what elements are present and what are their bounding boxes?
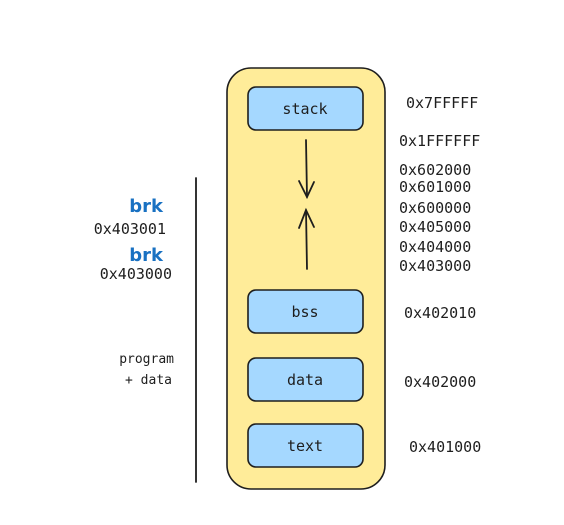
stack-box xyxy=(247,86,364,131)
program-label: program xyxy=(119,352,174,367)
stack-growth-arrow xyxy=(298,139,315,200)
heap-growth-arrow xyxy=(298,207,315,270)
brk-label-2: brk xyxy=(129,245,164,266)
address-label: 0x402010 xyxy=(404,304,476,322)
bss-label: bss xyxy=(291,303,318,321)
program-data-label: + data xyxy=(125,373,172,388)
text-label: text xyxy=(287,437,323,455)
data-segment: data xyxy=(247,357,364,402)
address-label: 0x402000 xyxy=(404,373,476,391)
address-label: 0x405000 xyxy=(399,218,471,236)
bss-segment: bss xyxy=(247,289,364,334)
address-label: 0x601000 xyxy=(399,178,471,196)
text-segment: text xyxy=(247,423,364,468)
address-label: 0x401000 xyxy=(409,438,481,456)
data-label: data xyxy=(287,371,323,389)
brk-address-2: 0x403000 xyxy=(100,265,172,283)
brk-address-1: 0x403001 xyxy=(94,220,166,238)
brk-label-1: brk xyxy=(129,196,164,217)
data-box xyxy=(247,357,364,402)
bss-box xyxy=(247,289,364,334)
text-box xyxy=(247,423,364,468)
address-label: 0x403000 xyxy=(399,257,471,275)
stack-label: stack xyxy=(282,100,327,118)
address-label: 0x404000 xyxy=(399,238,471,256)
stack-segment: stack xyxy=(247,86,364,131)
address-label: 0x1FFFFFF xyxy=(399,132,480,150)
address-label: 0x7FFFFF xyxy=(406,94,478,112)
address-label: 0x600000 xyxy=(399,199,471,217)
address-label: 0x602000 xyxy=(399,161,471,179)
